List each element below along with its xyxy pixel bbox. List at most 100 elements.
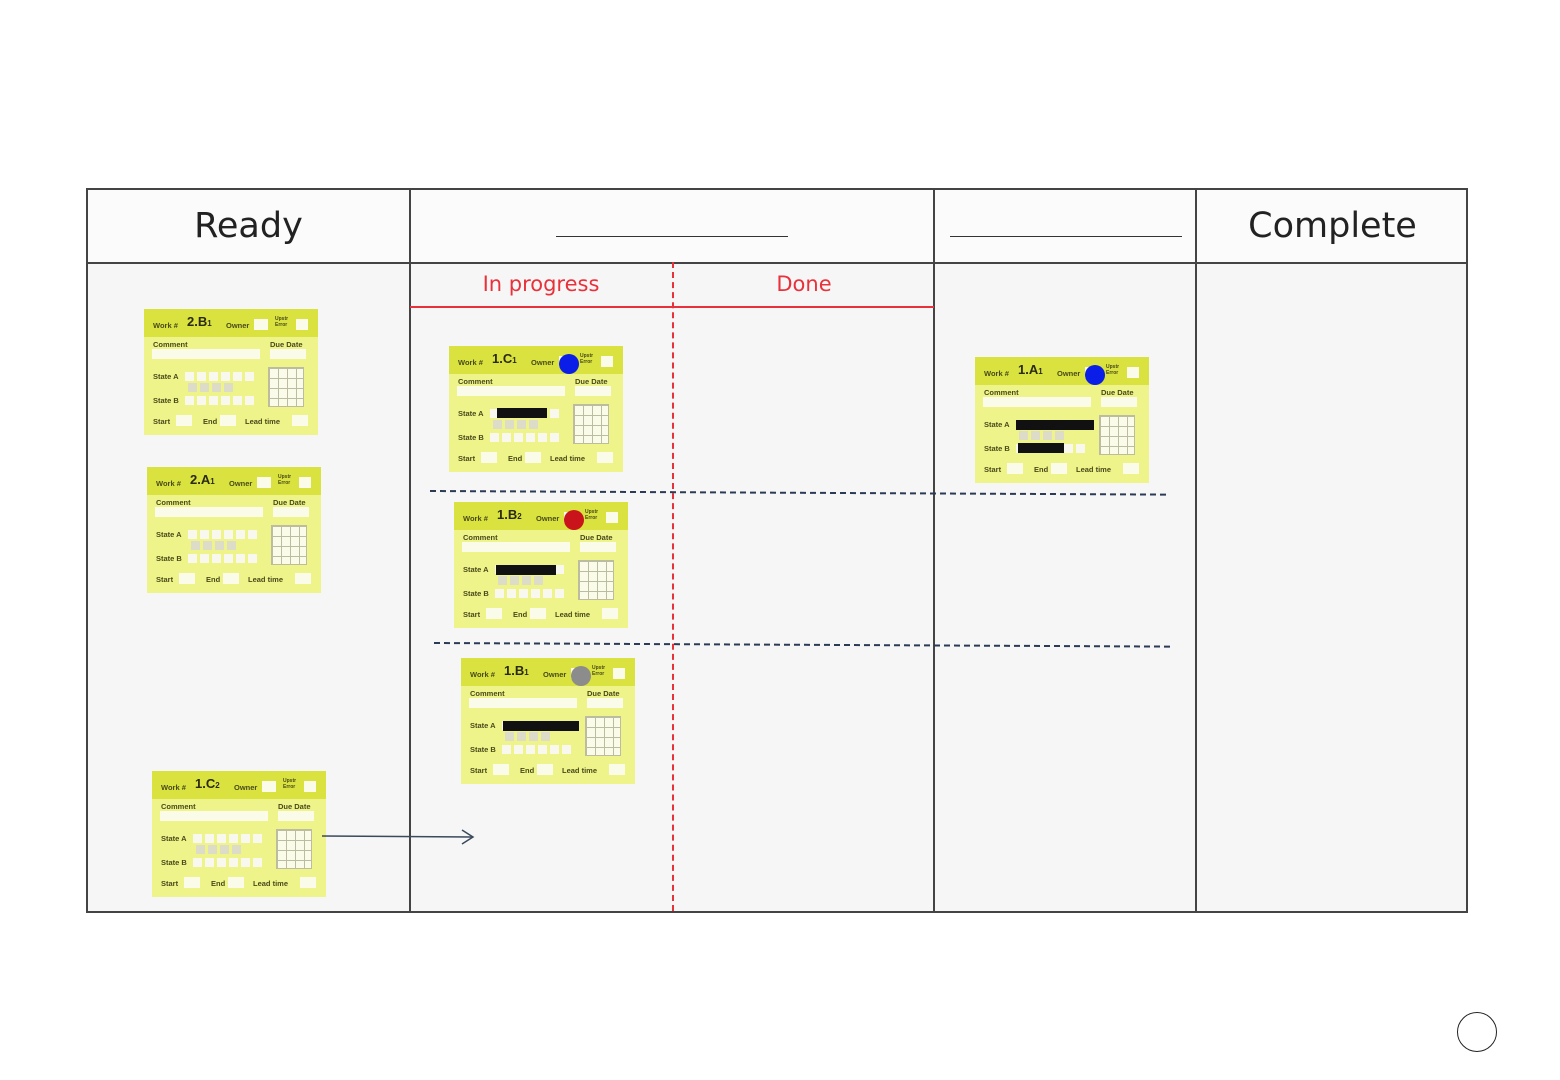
due-date-field [273, 507, 309, 517]
state-b-label: State B [458, 433, 484, 442]
state-b-label: State B [161, 858, 187, 867]
state-b-cell [502, 433, 511, 442]
state-b-cell [221, 396, 230, 405]
comment-field [469, 698, 577, 708]
upstr-label: Upstr [275, 316, 289, 322]
lead-time-label: Lead time [245, 417, 281, 426]
upstr-box [296, 319, 308, 330]
state-b-cell [514, 745, 523, 754]
start-label: Start [458, 454, 476, 463]
card-header-band [449, 346, 623, 374]
redaction-bar [503, 721, 579, 731]
state-b-cell [236, 554, 245, 563]
upstr-label: Upstr [592, 665, 606, 671]
lead-time-field [609, 764, 625, 775]
state-a-cell [188, 530, 197, 539]
owner-marker [1085, 365, 1105, 385]
state-mid-cell [196, 845, 205, 854]
state-b-cell [233, 396, 242, 405]
end-label: End [203, 417, 218, 426]
circle-button[interactable] [1457, 1012, 1497, 1052]
card-grid [276, 829, 312, 869]
end-field [1051, 463, 1067, 474]
start-field [1007, 463, 1023, 474]
lead-time-label: Lead time [1076, 465, 1112, 474]
state-a-label: State A [153, 372, 179, 381]
board-header-row [88, 190, 1466, 264]
error-label: Error [592, 671, 605, 677]
work-label: Work # [458, 358, 483, 367]
start-label: Start [470, 766, 488, 775]
card-header-band [975, 357, 1149, 385]
state-b-cell [555, 589, 564, 598]
state-a-cell [185, 372, 194, 381]
start-field [176, 415, 192, 426]
work-id-sub: 1 [207, 319, 212, 328]
lead-time-label: Lead time [550, 454, 586, 463]
state-mid-cell [522, 576, 531, 585]
state-a-cell [233, 372, 242, 381]
state-b-cell [212, 554, 221, 563]
error-label: Error [278, 480, 291, 486]
state-mid-cell [232, 845, 241, 854]
start-label: Start [984, 465, 1002, 474]
state-a-label: State A [458, 409, 484, 418]
owner-marker [559, 354, 579, 374]
comment-field [462, 542, 570, 552]
state-a-label: State A [161, 834, 187, 843]
state-mid-cell [1055, 431, 1064, 440]
owner-box [262, 781, 276, 792]
due-date-label: Due Date [575, 377, 608, 386]
owner-label: Owner [543, 670, 567, 679]
due-date-label: Due Date [587, 689, 620, 698]
owner-box [257, 477, 271, 488]
state-a-cell [490, 409, 499, 418]
state-mid-cell [529, 732, 538, 741]
work-id: 2.A1 [190, 472, 215, 487]
owner-marker [564, 510, 584, 530]
state-b-cell [245, 396, 254, 405]
due-date-field [575, 386, 611, 396]
comment-field [152, 349, 260, 359]
state-b-cell [241, 858, 250, 867]
state-b-cell [200, 554, 209, 563]
state-b-cell [526, 745, 535, 754]
comment-label: Comment [458, 377, 493, 386]
blank-title-line [556, 236, 788, 237]
state-b-cell [197, 396, 206, 405]
owner-label: Owner [229, 479, 253, 488]
owner-label: Owner [226, 321, 250, 330]
end-field [530, 608, 546, 619]
owner-label: Owner [531, 358, 555, 367]
start-label: Start [463, 610, 481, 619]
card-grid [1099, 415, 1135, 455]
card-grid [585, 716, 621, 756]
card-grid [578, 560, 614, 600]
start-field [486, 608, 502, 619]
error-label: Error [275, 322, 288, 328]
start-label: Start [153, 417, 171, 426]
state-b-cell [502, 745, 511, 754]
start-label: Start [156, 575, 174, 584]
state-a-label: State A [470, 721, 496, 730]
work-id-sub: 2 [215, 781, 220, 790]
due-date-label: Due Date [580, 533, 613, 542]
move-arrow [321, 829, 475, 845]
error-label: Error [1106, 370, 1119, 376]
swimlane-divider [429, 490, 1166, 496]
owner-label: Owner [536, 514, 560, 523]
state-b-cell [248, 554, 257, 563]
state-b-cell [531, 589, 540, 598]
state-b-cell [526, 433, 535, 442]
state-b-cell [253, 858, 262, 867]
state-b-label: State B [470, 745, 496, 754]
upstr-label: Upstr [580, 353, 594, 359]
card-grid [271, 525, 307, 565]
